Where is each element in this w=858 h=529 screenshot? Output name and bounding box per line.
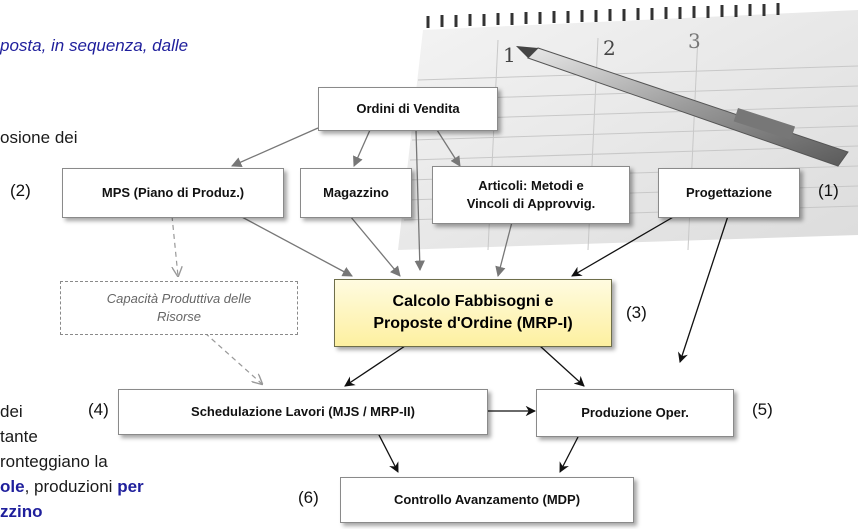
box-articoli-line2: Vincoli di Approvvig. (466, 196, 596, 211)
box-produzione-oper: Produzione Oper. (536, 389, 734, 437)
box-mps: MPS (Piano di Produz.) (62, 168, 284, 218)
step-number-5: (5) (752, 400, 773, 419)
bg-text-line6: ole, produzioni per (0, 477, 144, 497)
bg-text-line3: dei (0, 402, 23, 421)
step-number-2: (2) (10, 181, 31, 200)
step-number-3: (3) (626, 303, 647, 322)
box-ordini-di-vendita: Ordini di Vendita (318, 87, 498, 131)
box-calcolo-fabbisogni: Calcolo Fabbisogni e Proposte d'Ordine (… (334, 279, 612, 347)
photo-day-1: 1 (503, 43, 516, 67)
step-number-6: (6) (298, 488, 319, 507)
box-calcolo-line1: Calcolo Fabbisogni e (392, 293, 554, 311)
box-articoli-line1: Articoli: Metodi e (478, 178, 584, 194)
photo-day-2: 2 (603, 36, 616, 60)
bg-text-line4: tante (0, 427, 38, 446)
step-number-4: (4) (88, 400, 109, 419)
box-progettazione: Progettazione (658, 168, 800, 218)
bg-text-line6a: ole (0, 477, 25, 496)
box-capacita-produttiva: Capacità Produttiva delle Risorse (60, 281, 298, 335)
box-schedulazione-lavori: Schedulazione Lavori (MJS / MRP-II) (118, 389, 488, 435)
box-controllo-avanzamento: Controllo Avanzamento (MDP) (340, 477, 634, 523)
photo-day-3: 3 (688, 29, 701, 53)
box-calcolo-line2: Proposte d'Ordine (MRP-I) (373, 315, 573, 332)
bg-text-line6b: , produzioni (24, 477, 118, 496)
bg-text-line1: posta, in sequenza, dalle (0, 36, 189, 55)
step-number-1: (1) (818, 181, 839, 200)
box-capacita-line1: Capacità Produttiva delle (106, 291, 252, 307)
box-magazzino: Magazzino (300, 168, 412, 218)
box-capacita-line2: Risorse (156, 309, 202, 324)
box-articoli: Articoli: Metodi e Vincoli di Approvvig. (432, 166, 630, 224)
bg-text-line5: ronteggiano la (0, 452, 108, 471)
bg-text-line6c: per (117, 477, 144, 496)
bg-text-line2: osione dei (0, 128, 78, 147)
bg-text-line7: zzino (0, 502, 43, 521)
